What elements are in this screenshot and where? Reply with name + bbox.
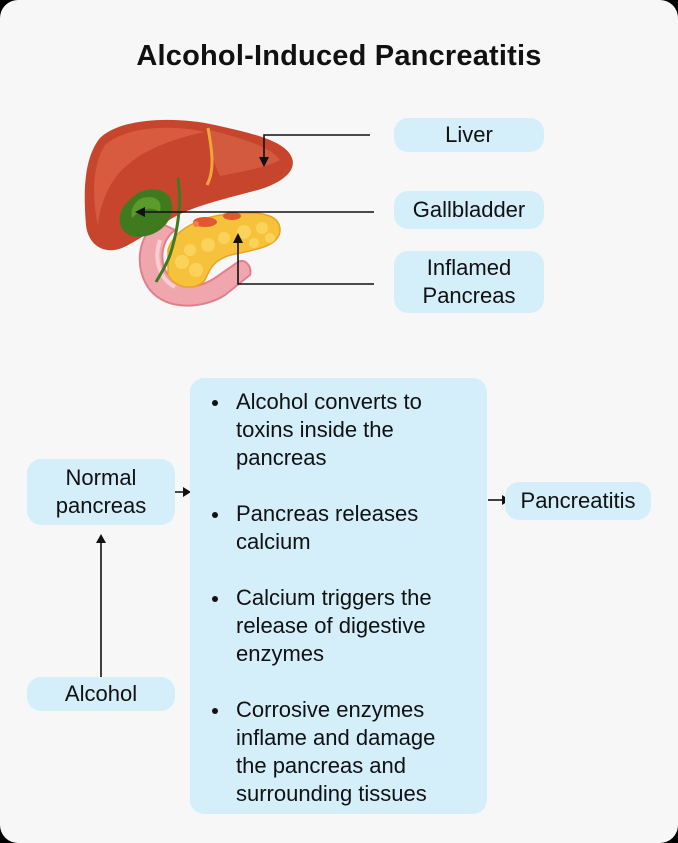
liver-leader	[263, 134, 370, 160]
step-item: Pancreas releases calcium	[212, 500, 472, 556]
anatomy-leader-lines	[142, 134, 374, 285]
gallbladder-illustration	[119, 189, 173, 237]
mechanism-steps-box: Alcohol converts to toxins inside the pa…	[190, 378, 487, 814]
step-item: Corrosive enzymes inflame and damage the…	[212, 696, 472, 808]
gallbladder-label: Gallbladder	[394, 191, 544, 229]
pancreas-illustration	[167, 212, 281, 288]
duodenum-illustration	[138, 220, 252, 307]
inflamed-pancreas-label: Inflamed Pancreas	[394, 251, 544, 313]
alcohol-to-normal-arrowhead	[96, 534, 106, 543]
pancreas-leader	[237, 240, 374, 285]
step-item: Calcium triggers the release of digestiv…	[212, 584, 472, 668]
pancreas-arrowhead	[233, 233, 243, 243]
diagram-title: Alcohol-Induced Pancreatitis	[136, 40, 542, 72]
pancreatitis-box: Pancreatitis	[505, 482, 651, 520]
normal-to-steps-arrowhead	[183, 487, 191, 497]
liver-label: Liver	[394, 118, 544, 152]
step-item: Alcohol converts to toxins inside the pa…	[212, 388, 472, 472]
alcohol-box: Alcohol	[27, 677, 175, 711]
bile-duct-illustration	[154, 177, 182, 283]
liver-arrowhead	[259, 157, 269, 167]
normal-pancreas-box: Normal pancreas	[27, 459, 175, 525]
gallbladder-arrowhead	[135, 207, 145, 217]
